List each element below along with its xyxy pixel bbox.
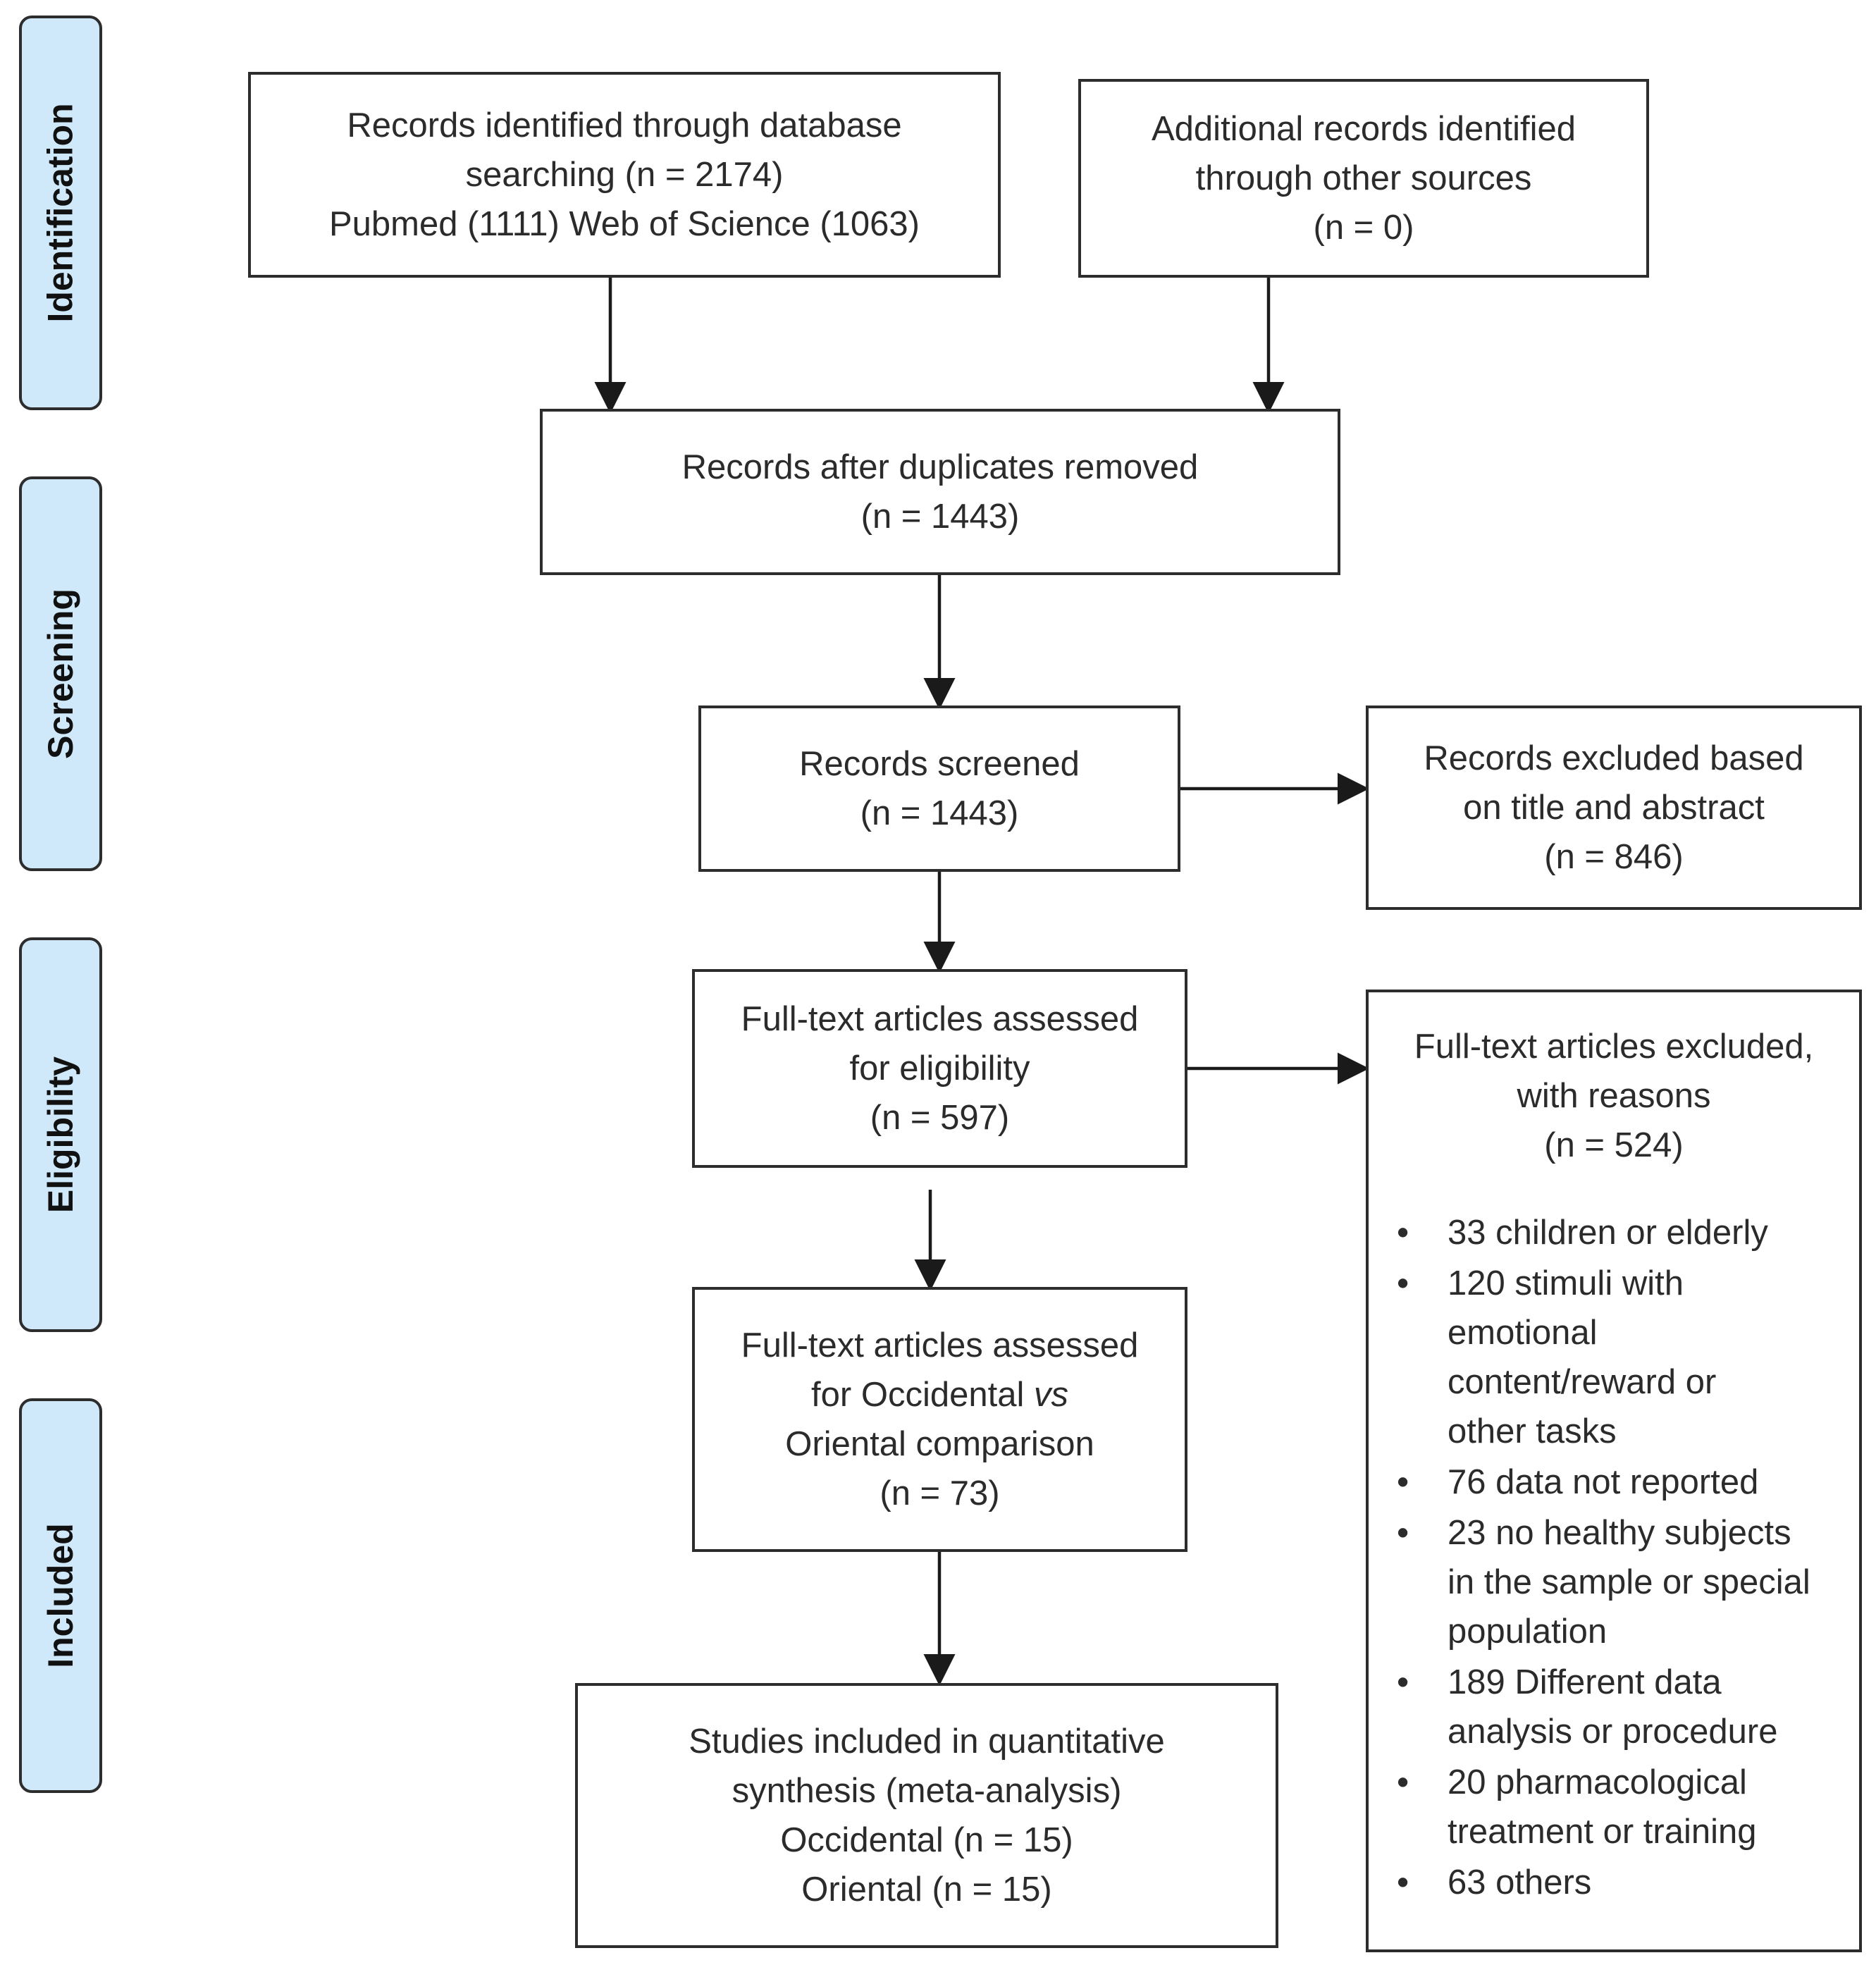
reason-text: 189 Different data [1448,1663,1722,1701]
box-text: (n = 1443) [860,498,1020,536]
list-item: • 120 stimuli with emotional content/rew… [1397,1259,1859,1456]
reason-text: in the sample or special [1448,1563,1810,1601]
bullet-icon: • [1397,1214,1409,1252]
box-text: Additional records identified [1152,110,1576,148]
box-text: through other sources [1195,159,1532,197]
box-text: Occidental (n = 15) [780,1821,1073,1859]
box-text: with reasons [1517,1077,1711,1115]
box-studies-included: Studies included in quantitative synthes… [575,1683,1278,1948]
box-text: (n = 524) [1544,1126,1684,1164]
bullet-icon: • [1397,1763,1409,1801]
reason-text: 20 pharmacological [1448,1763,1747,1801]
list-item: • 76 data not reported [1397,1458,1859,1507]
box-text: Full-text articles excluded, [1414,1028,1814,1066]
box-text-mixed: for Occidental vs [811,1370,1068,1419]
list-item: • 23 no healthy subjects in the sample o… [1397,1508,1859,1656]
phase-eligibility: Eligibility [19,937,102,1332]
box-text: Full-text articles assessed [741,1326,1139,1364]
reason-text: 63 others [1448,1863,1592,1902]
bullet-icon: • [1397,1863,1409,1902]
box-text: (n = 73) [880,1474,1000,1512]
box-text: (n = 597) [870,1099,1010,1137]
box-text: (n = 0) [1313,209,1414,247]
list-item: • 20 pharmacological treatment or traini… [1397,1758,1859,1856]
box-text: Records identified through database [347,106,902,144]
box-text: Full-text articles assessed [741,1000,1139,1038]
bullet-icon: • [1397,1463,1409,1501]
reason-text: 33 children or elderly [1448,1214,1768,1252]
box-fulltext-eligibility: Full-text articles assessed for eligibil… [692,969,1187,1168]
box-text: on title and abstract [1463,789,1765,827]
list-item: • 33 children or elderly [1397,1208,1859,1257]
box-fulltext-comparison: Full-text articles assessed for Occident… [692,1287,1187,1552]
exclusion-reasons-list: • 33 children or elderly • 120 stimuli w… [1369,1208,1859,1907]
box-records-screened: Records screened (n = 1443) [698,705,1180,872]
box-database-records: Records identified through database sear… [248,72,1001,278]
box-fulltext-excluded: Full-text articles excluded, with reason… [1366,990,1862,1952]
box-text: searching (n = 2174) [465,156,784,194]
list-item: • 63 others [1397,1858,1859,1907]
box-other-sources: Additional records identified through ot… [1078,79,1649,278]
box-text: Oriental (n = 15) [801,1871,1052,1909]
box-text: Records after duplicates removed [681,448,1199,486]
reason-text: 120 stimuli with [1448,1264,1684,1302]
reason-text: treatment or training [1448,1813,1757,1851]
box-text: Pubmed (1111) Web of Science (1063) [328,205,920,243]
reason-text: analysis or procedure [1448,1713,1778,1751]
box-text: Records screened [799,745,1080,783]
phase-identification: Identification [19,16,102,410]
box-text: Records excluded based [1424,739,1804,777]
box-text: (n = 846) [1544,838,1684,876]
reason-text: content/reward or [1448,1363,1717,1401]
box-text: (n = 1443) [860,794,1019,832]
box-text-italic: vs [1033,1376,1068,1414]
bullet-icon: • [1397,1264,1409,1302]
reason-text: population [1448,1613,1607,1651]
reason-text: 23 no healthy subjects [1448,1514,1791,1552]
box-text: for Occidental [811,1376,1034,1414]
bullet-icon: • [1397,1514,1409,1552]
box-text: Studies included in quantitative [689,1723,1165,1761]
reason-text: 76 data not reported [1448,1463,1759,1501]
reason-text: emotional [1448,1314,1598,1352]
phase-included: Included [19,1398,102,1793]
box-duplicates-removed: Records after duplicates removed (n = 14… [540,409,1340,575]
box-text: Oriental comparison [785,1425,1094,1463]
excluded-header: Full-text articles excluded, with reason… [1369,992,1859,1170]
list-item: • 189 Different data analysis or procedu… [1397,1658,1859,1756]
phase-screening: Screening [19,476,102,871]
box-text: for eligibility [849,1049,1030,1087]
box-records-excluded: Records excluded based on title and abst… [1366,705,1862,910]
reason-text: other tasks [1448,1412,1617,1450]
bullet-icon: • [1397,1663,1409,1701]
box-text: synthesis (meta-analysis) [732,1772,1122,1810]
